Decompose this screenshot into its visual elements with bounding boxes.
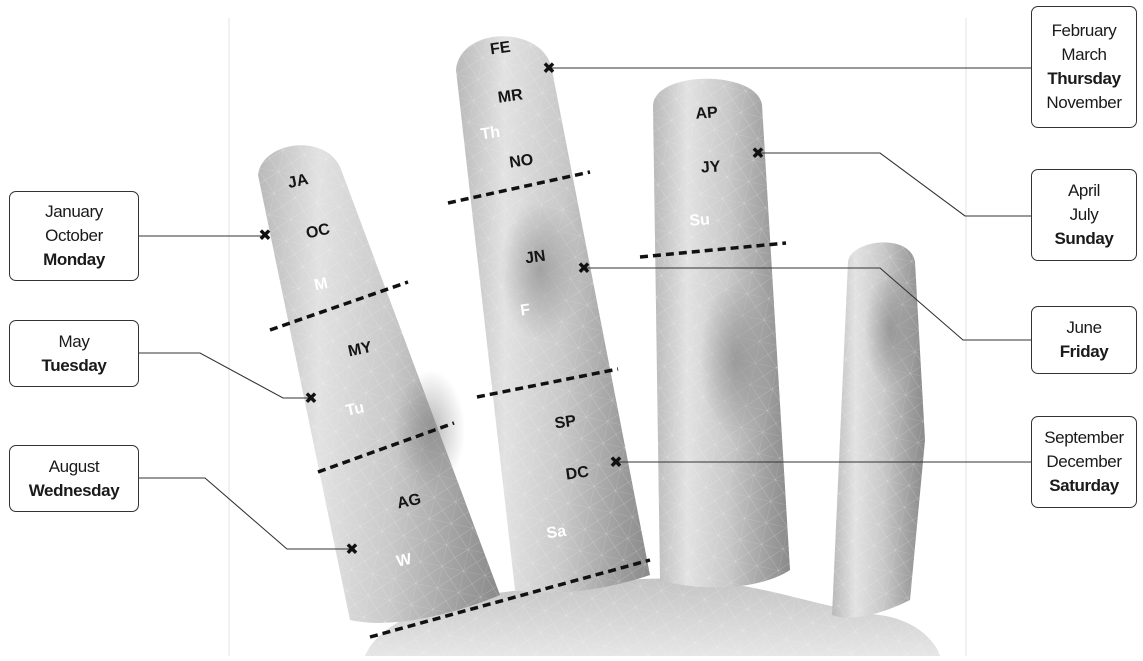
callout-january-october-monday: January October Monday [9,191,139,281]
marker-friday: ✖ [577,259,590,278]
callout-september-december-saturday: September December Saturday [1031,416,1137,508]
label-no: NO [508,151,534,171]
label-dc: DC [565,463,591,483]
callout-text: January [45,200,103,224]
marker-saturday: ✖ [609,453,622,472]
callout-april-july-sunday: April July Sunday [1031,169,1137,261]
callout-text: July [1070,203,1099,227]
callout-text: September [1044,426,1124,450]
callout-day: Monday [43,248,105,272]
marker-sunday: ✖ [751,144,764,163]
callout-text: May [59,330,90,354]
callout-day: Saturday [1049,474,1119,498]
marker-tuesday: ✖ [304,389,317,408]
leader-right-upper [758,153,1031,216]
leader-right-mid [584,268,1031,340]
callout-text: November [1046,91,1121,115]
marker-monday: ✖ [258,226,271,245]
callout-day: Friday [1060,340,1109,364]
callout-day: Thursday [1047,67,1120,91]
label-sp: SP [554,413,578,433]
label-fe: FE [489,39,512,59]
callout-day: Sunday [1054,227,1113,251]
callout-day: Wednesday [29,479,120,503]
callout-text: August [49,455,100,479]
callout-february-march-thursday-november: February March Thursday November [1031,6,1137,128]
leader-left-mid [139,353,311,398]
label-sa: Sa [545,523,567,543]
label-th: Th [480,124,502,144]
label-jy: JY [700,158,721,176]
callout-text: April [1068,179,1100,203]
callout-text: June [1066,316,1101,340]
callout-text: March [1061,43,1106,67]
leader-left-bottom [139,478,352,549]
marker-thursday: ✖ [542,59,555,78]
callout-text: December [1046,450,1121,474]
label-ap: AP [695,104,719,123]
label-su: Su [689,211,711,229]
callout-june-friday: June Friday [1031,306,1137,374]
marker-wednesday: ✖ [345,540,358,559]
callout-text: October [45,224,103,248]
label-jn: JN [524,248,547,268]
callout-text: February [1052,19,1117,43]
callout-august-wednesday: August Wednesday [9,445,139,512]
callout-day: Tuesday [42,354,107,378]
callout-may-tuesday: May Tuesday [9,320,139,387]
label-mr: MR [497,86,524,106]
